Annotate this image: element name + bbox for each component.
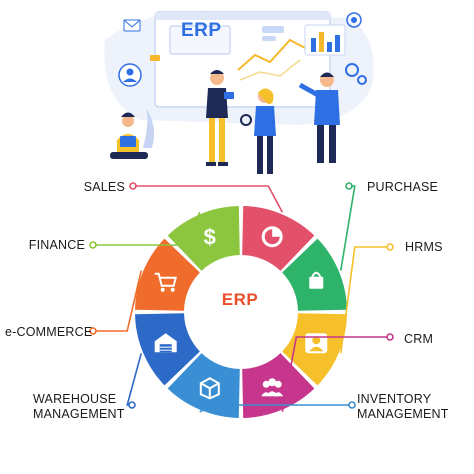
erp-illustration bbox=[104, 10, 374, 174]
module-label: HRMS bbox=[405, 240, 443, 254]
bar-chart-bar bbox=[311, 38, 316, 52]
erp-title-box bbox=[169, 25, 231, 55]
magnifier-icon bbox=[240, 114, 252, 126]
connector-line bbox=[133, 185, 284, 213]
connector-dot bbox=[348, 401, 356, 409]
module-label: e-COMMERCE bbox=[5, 325, 93, 339]
target-icon bbox=[346, 12, 362, 28]
screen-titlebar bbox=[155, 12, 330, 20]
module-label: SALES bbox=[83, 180, 125, 194]
connector-line bbox=[199, 404, 352, 413]
module-label: FINANCE bbox=[28, 238, 85, 252]
connector-dot bbox=[129, 182, 137, 190]
pie-chart-icon bbox=[261, 226, 283, 248]
connector-dot bbox=[386, 333, 394, 341]
connector-dot bbox=[345, 182, 353, 190]
team-icon bbox=[261, 378, 284, 397]
person-pointing bbox=[298, 72, 340, 163]
person-with-laptop bbox=[110, 112, 148, 159]
cart-icon bbox=[154, 272, 177, 292]
bar-chart-bar bbox=[335, 35, 340, 52]
plant-decoration bbox=[143, 108, 154, 148]
box-icon bbox=[199, 377, 220, 400]
erp-module-wheel: $ bbox=[89, 182, 394, 418]
warehouse-icon bbox=[154, 333, 177, 353]
module-label: CRM bbox=[404, 332, 434, 346]
connector-dot bbox=[89, 241, 97, 249]
person-with-tablet bbox=[206, 70, 234, 166]
connector-dot bbox=[128, 401, 136, 409]
connector-line bbox=[281, 336, 390, 412]
hub-center-circle bbox=[186, 257, 296, 367]
bar-chart-bar bbox=[319, 32, 324, 52]
module-segment-e-commerce bbox=[135, 238, 200, 311]
connector-dot bbox=[386, 243, 394, 251]
person-with-magnifier bbox=[240, 88, 276, 174]
connector-line bbox=[93, 211, 201, 246]
hub-center-label: ERP bbox=[221, 290, 259, 309]
screen-text-line bbox=[262, 26, 284, 33]
shopping-bag-icon bbox=[309, 271, 324, 289]
connector-line bbox=[339, 246, 390, 354]
connector-line bbox=[126, 353, 142, 406]
connector-line bbox=[93, 270, 143, 332]
screen-erp-title: ERP bbox=[181, 20, 222, 41]
screen-text-line bbox=[262, 36, 276, 41]
gear-icon bbox=[357, 75, 367, 85]
module-label: PURCHASE bbox=[367, 180, 439, 194]
connector-dot bbox=[89, 327, 97, 335]
chat-bubble-icon bbox=[150, 55, 160, 61]
svg-text:$: $ bbox=[204, 225, 216, 250]
gear-icon bbox=[345, 63, 359, 77]
employee-icon bbox=[305, 333, 328, 354]
trend-line-secondary bbox=[239, 59, 301, 81]
mail-icon bbox=[123, 19, 141, 32]
module-segment-finance bbox=[167, 206, 240, 271]
trend-line bbox=[237, 38, 306, 71]
bar-chart-bar bbox=[327, 42, 332, 52]
module-segment-sales bbox=[242, 206, 315, 271]
dollar-icon: $ bbox=[204, 225, 216, 250]
